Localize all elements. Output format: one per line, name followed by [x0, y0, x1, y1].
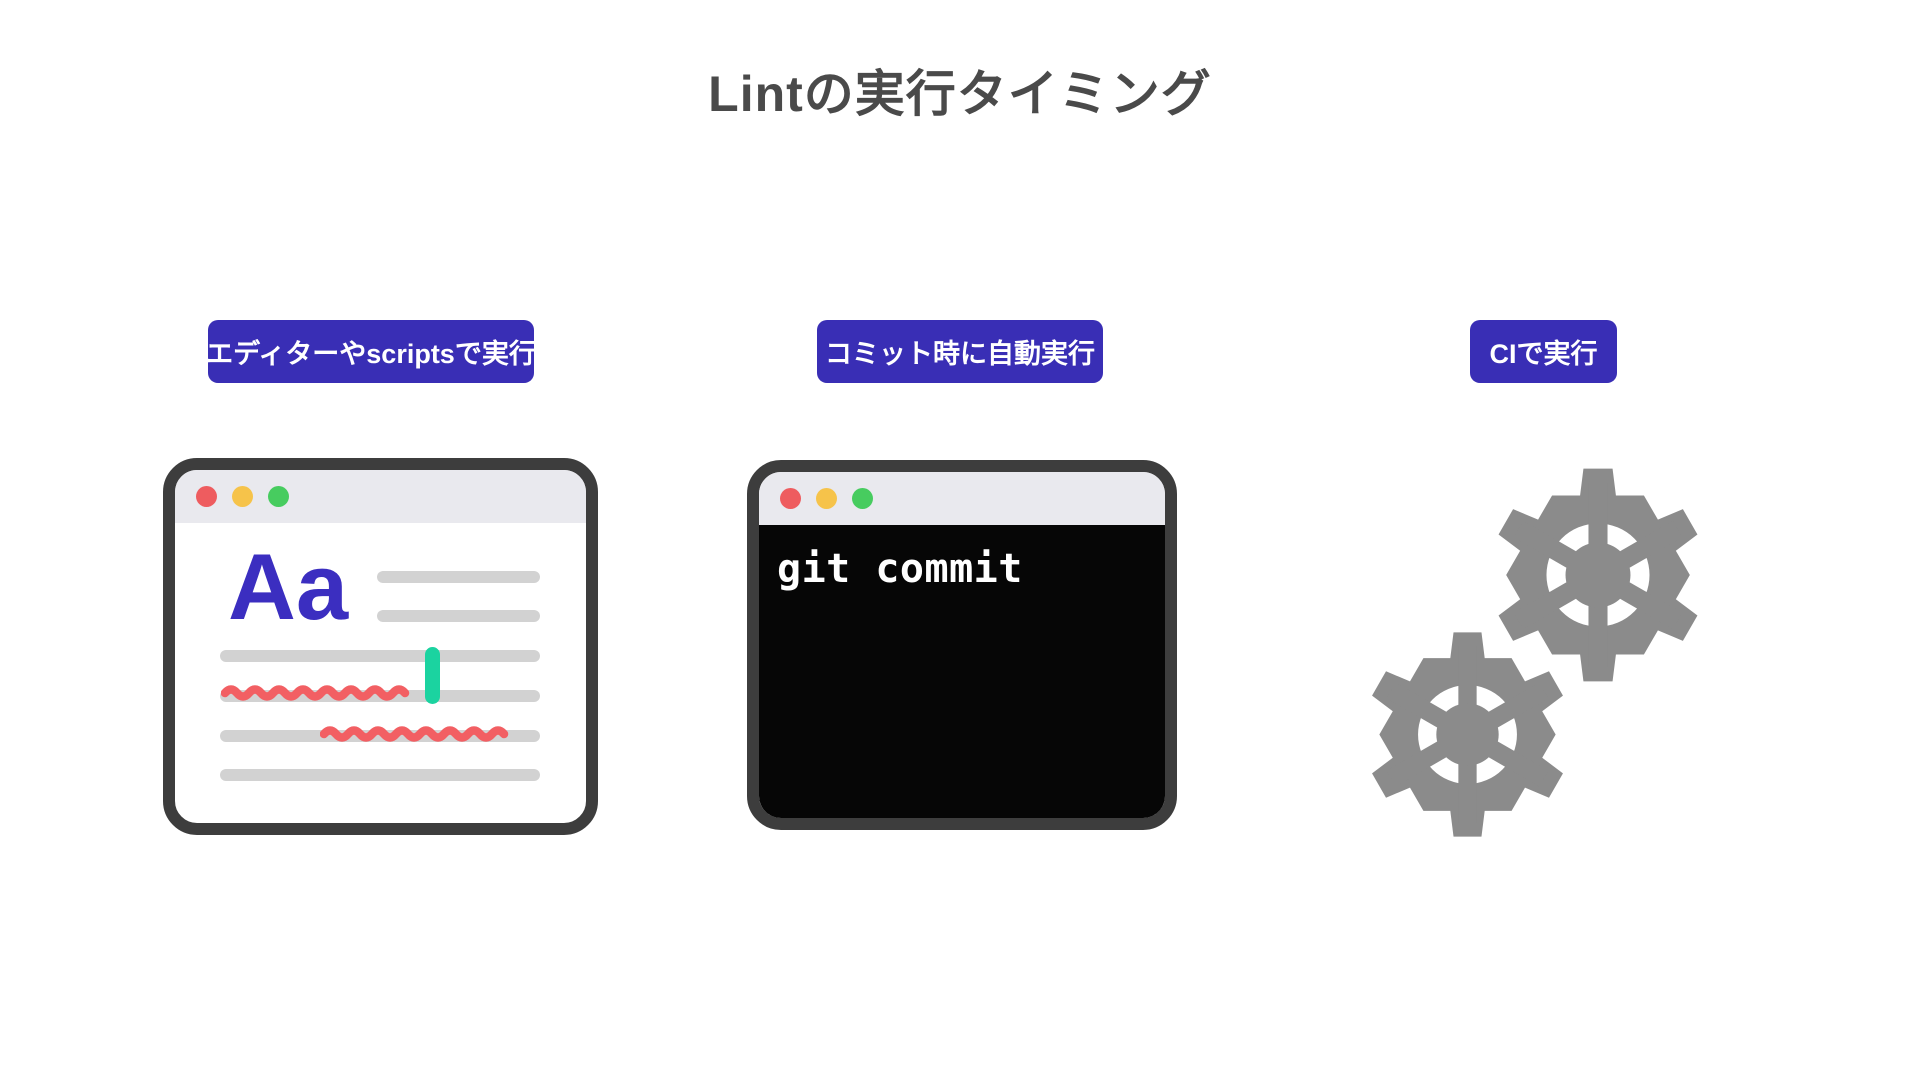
gear-icon: [1485, 454, 1711, 696]
label-editor-scripts: エディターやscriptsで実行: [206, 320, 536, 383]
terminal-window: git commit: [747, 460, 1177, 830]
label-ci: CIで実行: [1470, 320, 1617, 383]
traffic-light-red-icon: [780, 488, 801, 509]
text-line-bar: [377, 610, 540, 622]
terminal-titlebar: [759, 472, 1165, 525]
gear-icon: [1372, 632, 1563, 837]
text-line-bar: [220, 650, 540, 662]
traffic-light-red-icon: [196, 486, 217, 507]
text-caret-icon: [425, 647, 440, 704]
label-commit-hook: コミット時に自動実行: [817, 320, 1103, 383]
terminal-content: git commit: [759, 525, 1165, 818]
error-squiggle-icon: [320, 726, 509, 742]
editor-sample-text: Aa: [228, 534, 349, 639]
text-line-bar: [220, 769, 540, 781]
traffic-light-yellow-icon: [232, 486, 253, 507]
editor-content: Aa: [175, 523, 586, 823]
page-title: Lintの実行タイミング: [708, 66, 1212, 122]
editor-titlebar: [175, 470, 586, 523]
editor-window: Aa: [163, 458, 598, 835]
traffic-light-yellow-icon: [816, 488, 837, 509]
ci-gears-illustration: [1350, 454, 1740, 855]
text-line-bar: [377, 571, 540, 583]
error-squiggle-icon: [221, 685, 410, 701]
terminal-command-text: git commit: [777, 546, 1023, 592]
traffic-light-green-icon: [268, 486, 289, 507]
traffic-light-green-icon: [852, 488, 873, 509]
